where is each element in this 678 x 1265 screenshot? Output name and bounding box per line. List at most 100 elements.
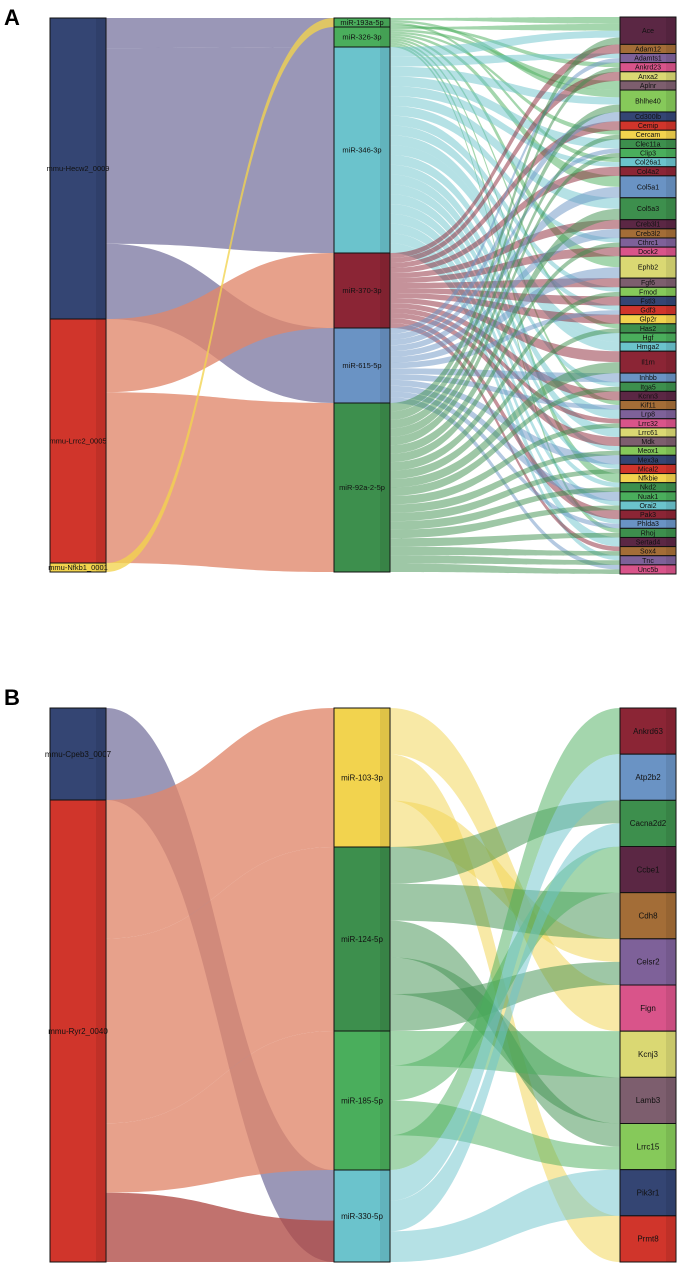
- panel-b-nodes: mmu-Cpeb3_0007mmu-Ryr2_0040miR-103-3pmiR…: [45, 707, 677, 1263]
- panel-a-mir-gene-link: [390, 267, 620, 363]
- panel-b-mir-gene-link: [390, 754, 620, 1201]
- panel-a-mir-gene-link: [390, 291, 620, 471]
- panel-a-mir-gene-link: [390, 532, 620, 547]
- gene-node-lrrc32: Lrrc32: [619, 418, 677, 429]
- gene-node-clec11a: Clec11a: [619, 138, 677, 149]
- panel-a-mir-gene-link: [390, 546, 620, 556]
- gene-node-dock2-label: Dock2: [638, 249, 658, 256]
- panel-b-mir-gene-link: [390, 1169, 620, 1262]
- gene-node-sertad4: Sertad4: [619, 536, 677, 548]
- gene-node-col26a1: Col26a1: [619, 157, 677, 168]
- gene-node-kcnj3: Kcnj3: [619, 1030, 677, 1078]
- gene-node-hmga2-label: Hmga2: [637, 344, 660, 351]
- circ-node-mmu-ryr2-0040: mmu-Ryr2_0040: [48, 799, 108, 1263]
- panel-a-mir-gene-link: [390, 23, 620, 31]
- gene-node-prmt8: Prmt8: [619, 1215, 677, 1263]
- gene-node-kcnj3-label: Kcnj3: [638, 1050, 659, 1059]
- gene-node-aplnr: Aplnr: [619, 80, 677, 91]
- panel-a: A mmu-Hecw2_0009mmu-Lrrc2_0005mmu-Nfkb1_…: [4, 5, 677, 575]
- panel-b-letter: B: [4, 685, 20, 710]
- mirna-node-mir-92a-2-5p: miR-92a-2-5p: [333, 402, 391, 573]
- circ-node-mmu-nfkb1-0001-label: mmu-Nfkb1_0001: [48, 563, 108, 572]
- gene-node-sertad4-label: Sertad4: [636, 539, 661, 546]
- circ-node-mmu-ryr2-0040-label: mmu-Ryr2_0040: [48, 1027, 108, 1036]
- gene-node-cercam: Cercam: [619, 129, 677, 140]
- gene-node-hmga2: Hmga2: [619, 341, 677, 352]
- gene-node-atp2b2-label: Atp2b2: [635, 773, 661, 782]
- gene-node-kif11-label: Kif11: [640, 403, 656, 410]
- gene-node-adamts1: Adamts1: [619, 53, 677, 64]
- mirna-node-mir-124-5p: miR-124-5p: [333, 846, 391, 1032]
- gene-node-cemip: Cemip: [619, 120, 677, 131]
- gene-node-nkd2: Nkd2: [619, 482, 677, 493]
- gene-node-bhlhe40-label: Bhlhe40: [635, 98, 661, 105]
- panel-b-mir-gene-link: [390, 754, 620, 1262]
- gene-node-mex3a-label: Mex3a: [637, 457, 658, 464]
- gene-node-cthrc1-label: Cthrc1: [638, 240, 659, 247]
- gene-node-ankrd23: Ankrd23: [619, 62, 677, 73]
- mirna-node-mir-326-3p: miR-326-3p: [333, 26, 391, 48]
- panel-a-mir-gene-link: [390, 328, 620, 480]
- mirna-node-mir-92a-2-5p-label: miR-92a-2-5p: [339, 483, 385, 492]
- mirna-node-mir-326-3p-label: miR-326-3p: [342, 33, 381, 42]
- gene-node-lamb3: Lamb3: [619, 1076, 677, 1125]
- gene-node-hgf-label: Hgf: [643, 335, 654, 342]
- panel-b-mir-gene-link: [390, 800, 620, 962]
- gene-node-ankrd63-label: Ankrd63: [633, 727, 663, 736]
- gene-node-pik3r1: Pik3r1: [619, 1169, 677, 1217]
- gene-node-kcnn3: Kcnn3: [619, 390, 677, 402]
- panel-a-mir-gene-link: [390, 30, 620, 57]
- gene-node-ankrd23-label: Ankrd23: [635, 65, 661, 72]
- panel-a-circ-mir-link: [106, 18, 334, 572]
- panel-a-mir-gene-link: [390, 44, 620, 258]
- gene-node-nfkbie-label: Nfkbie: [638, 476, 658, 483]
- gene-node-mical2: Mical2: [619, 463, 677, 475]
- gene-node-prmt8-label: Prmt8: [637, 1235, 659, 1244]
- gene-node-orai2: Orai2: [619, 500, 677, 511]
- gene-node-mdk: Mdk: [619, 436, 677, 447]
- gene-node-inhbb-label: Inhbb: [639, 375, 657, 382]
- panel-b-mir-gene-link: [390, 708, 620, 1032]
- gene-node-phlda3: Phlda3: [619, 518, 677, 529]
- panel-a-mir-gene-link: [390, 148, 620, 346]
- gene-node-clec11a-label: Clec11a: [635, 141, 660, 148]
- gene-node-fstl3: Fstl3: [619, 295, 677, 307]
- gene-node-cd300lb: Cd300lb: [619, 111, 677, 122]
- gene-node-col5a1: Col5a1: [619, 175, 677, 199]
- panel-b-links: [106, 708, 620, 1262]
- gene-node-unc5b: Unc5b: [619, 564, 677, 575]
- gene-node-lrrc61: Lrrc61: [619, 427, 677, 438]
- panel-a-circ-mir-link: [106, 392, 334, 572]
- gene-node-meox1-label: Meox1: [637, 448, 658, 455]
- gene-node-nfkbie: Nfkbie: [619, 473, 677, 484]
- panel-a-nodes: mmu-Hecw2_0009 mmu-Lrrc2_0005 mmu-Nfkb1_00…: [47, 16, 677, 575]
- panel-a-mir-gene-link: [390, 105, 620, 243]
- panel-a-links: [106, 17, 620, 574]
- gene-node-ephb2: Ephb2: [619, 255, 677, 279]
- mirna-node-mir-193a-5p: miR-193a-5p: [333, 17, 391, 28]
- panel-a-mir-gene-link: [390, 115, 620, 292]
- gene-node-creb3l2: Creb3l2: [619, 228, 677, 239]
- panel-a-mir-gene-link: [390, 76, 620, 149]
- circ-node-mmu-lrrc2-0005-label: mmu-Lrrc2_0005: [49, 437, 106, 446]
- gene-node-adam12: Adam12: [619, 43, 677, 55]
- gene-node-glp2r: Glp2r: [619, 314, 677, 325]
- gene-node-mdk-label: Mdk: [641, 439, 655, 446]
- gene-node-adamts1-label: Adamts1: [634, 56, 662, 63]
- mirna-node-mir-185-5p: miR-185-5p: [333, 1030, 391, 1171]
- gene-node-clip3-label: Clip3: [640, 151, 656, 158]
- circ-node-mmu-hecw2-0009-label: mmu-Hecw2_0009: [47, 164, 110, 173]
- panel-a-mir-gene-link: [390, 555, 620, 565]
- gene-node-lrp8-label: Lrp8: [641, 412, 655, 419]
- gene-node-anxa2: Anxa2: [619, 71, 677, 82]
- panel-a-mir-gene-link: [390, 487, 620, 530]
- gene-node-nuak1: Nuak1: [619, 491, 677, 502]
- panel-a-mir-gene-link: [390, 505, 620, 539]
- gene-node-ccbe1: Ccbe1: [619, 846, 677, 894]
- panel-a-mir-gene-link: [390, 228, 620, 357]
- gene-node-unc5b-label: Unc5b: [638, 567, 658, 574]
- gene-node-inhbb: Inhbb: [619, 372, 677, 383]
- panel-a-mir-gene-link: [390, 86, 620, 167]
- gene-node-lrrc32-label: Lrrc32: [638, 421, 658, 428]
